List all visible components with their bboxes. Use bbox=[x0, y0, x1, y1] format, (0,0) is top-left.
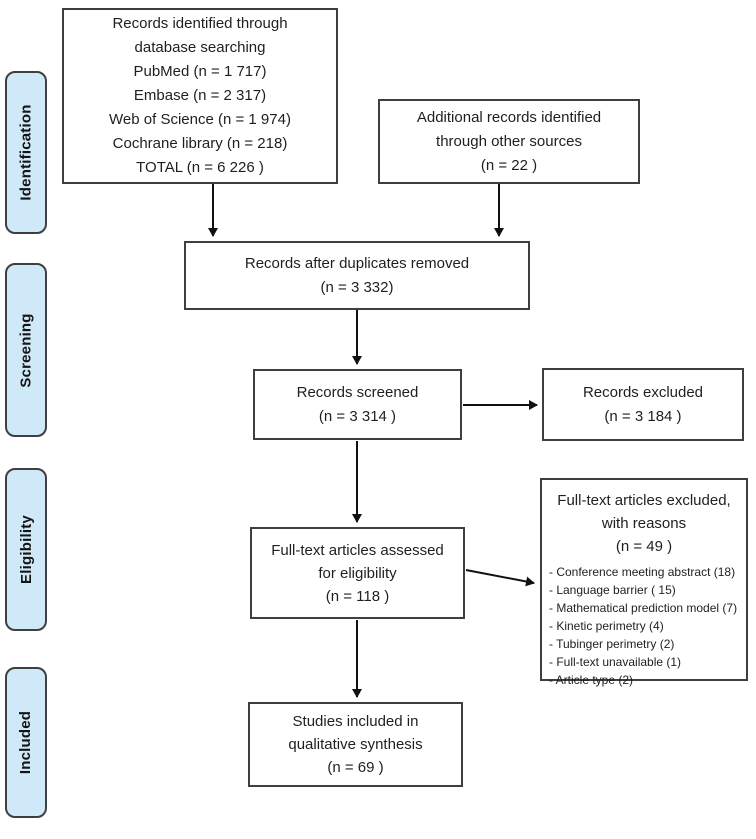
exclusion-reason-item: - Article type (2) bbox=[549, 673, 634, 687]
stage-label-text: Eligibility bbox=[17, 515, 35, 584]
box-fulltext-articles-assessed: Full-text articles assessed for eligibil… bbox=[250, 527, 465, 619]
box-text-line: database searching bbox=[134, 39, 266, 56]
box-text-line: (n = 3 332) bbox=[320, 278, 394, 296]
box-text-line: Cochrane library (n = 218) bbox=[112, 135, 288, 152]
box-text-line: TOTAL (n = 6 226 ) bbox=[136, 159, 264, 176]
exclusion-reason-item: - Tubinger perimetry (2) bbox=[549, 637, 675, 651]
box-studies-included-qualitative-synthesis: Studies included in qualitative synthesi… bbox=[248, 702, 463, 787]
box-text-line: (n = 49 ) bbox=[615, 538, 673, 555]
stage-label-identification: Identification bbox=[5, 71, 47, 234]
exclusion-reason-item: - Conference meeting abstract (18) bbox=[549, 565, 736, 579]
box-text-line: (n = 69 ) bbox=[327, 759, 384, 776]
box-records-after-duplicates-removed: Records after duplicates removed (n = 3 … bbox=[184, 241, 530, 310]
box-text-line: Additional records identified bbox=[416, 108, 602, 126]
box-text-line: Web of Science (n = 1 974) bbox=[109, 111, 291, 128]
stage-label-screening: Screening bbox=[5, 263, 47, 437]
box-text-line: Studies included in bbox=[292, 713, 419, 730]
box-text-line: qualitative synthesis bbox=[288, 736, 423, 753]
box-text-line: with reasons bbox=[601, 515, 687, 532]
box-text-line: Full-text articles excluded, bbox=[557, 492, 731, 509]
box-records-identified-databases: Records identified through database sear… bbox=[62, 8, 338, 184]
exclusion-reasons-list: - Conference meeting abstract (18) - Lan… bbox=[542, 563, 746, 689]
stage-label-eligibility: Eligibility bbox=[5, 468, 47, 631]
box-text-line: Records after duplicates removed bbox=[244, 254, 470, 272]
box-text-line: Embase (n = 2 317) bbox=[133, 87, 267, 104]
box-text-line: (n = 22 ) bbox=[480, 156, 538, 174]
box-text-line: (n = 118 ) bbox=[325, 587, 390, 605]
box-additional-records-other-sources: Additional records identified through ot… bbox=[378, 99, 640, 184]
stage-label-text: Included bbox=[17, 710, 35, 775]
box-records-screened: Records screened (n = 3 314 ) bbox=[253, 369, 462, 440]
box-text-line: Records screened bbox=[296, 383, 419, 401]
exclusion-reason-item: - Kinetic perimetry (4) bbox=[549, 619, 664, 633]
exclusion-reason-item: - Language barrier ( 15) bbox=[549, 583, 676, 597]
box-text-line: for eligibility bbox=[318, 564, 397, 582]
box-records-excluded: Records excluded (n = 3 184 ) bbox=[542, 368, 744, 441]
box-text-line: Records identified through bbox=[112, 15, 288, 32]
exclusion-reason-item: - Mathematical prediction model (7) bbox=[549, 601, 738, 615]
box-text-line: Records excluded bbox=[582, 383, 704, 401]
box-text-line: through other sources bbox=[436, 132, 582, 150]
exclusion-reason-item: - Full-text unavailable (1) bbox=[549, 655, 682, 669]
box-text-line: Full-text articles assessed bbox=[271, 541, 444, 559]
box-text-line: PubMed (n = 1 717) bbox=[133, 63, 267, 80]
stage-label-included: Included bbox=[5, 667, 47, 818]
box-text-line: (n = 3 184 ) bbox=[604, 407, 682, 425]
stage-label-text: Identification bbox=[17, 104, 35, 201]
exclusion-title: Full-text articles excluded, with reason… bbox=[557, 480, 730, 558]
box-text-line: (n = 3 314 ) bbox=[318, 407, 397, 425]
box-fulltext-articles-excluded: Full-text articles excluded, with reason… bbox=[540, 478, 748, 687]
arrow-fulltext-to-excluded bbox=[465, 569, 535, 587]
stage-label-text: Screening bbox=[17, 312, 35, 388]
